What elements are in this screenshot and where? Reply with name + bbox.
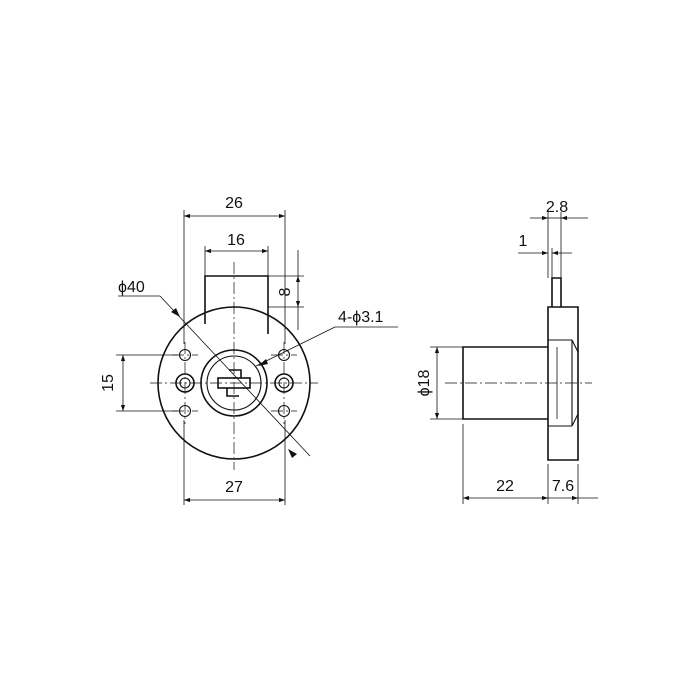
dim-22-label: 22 bbox=[496, 478, 514, 495]
dim-hole-spacing-h: 27 bbox=[183, 420, 286, 505]
cam-block bbox=[204, 275, 269, 334]
dim-lip: 1 bbox=[518, 233, 572, 278]
dim-diameter-label: ϕ40 bbox=[118, 279, 145, 296]
dim-hole-spacing-v: 15 bbox=[100, 354, 178, 412]
dim-overall-width: 26 bbox=[183, 195, 286, 344]
front-view: 26 16 8 ϕ40 bbox=[100, 195, 398, 505]
dim-26-label: 26 bbox=[225, 195, 243, 212]
dim-body-diameter: ϕ18 bbox=[416, 346, 463, 420]
dim-body-length: 22 7.6 bbox=[462, 424, 598, 504]
dim-8-label: 8 bbox=[277, 287, 294, 296]
cylinder-body bbox=[462, 346, 548, 420]
dim-holes-leader: 4-ϕ3.1 bbox=[255, 309, 398, 367]
dim-15-label: 15 bbox=[100, 374, 117, 392]
dim-16-label: 16 bbox=[227, 232, 245, 249]
dim-cam-width: 16 bbox=[204, 232, 269, 276]
dim-27-label: 27 bbox=[225, 479, 243, 496]
dim-2-8-label: 2.8 bbox=[546, 199, 568, 216]
dim-1-label: 1 bbox=[519, 233, 528, 250]
dim-7-6-label: 7.6 bbox=[552, 478, 574, 495]
side-view: 2.8 1 ϕ18 22 7.6 bbox=[416, 199, 598, 504]
flange-lip bbox=[551, 277, 562, 307]
dim-diameter-leader: ϕ40 bbox=[118, 279, 311, 458]
dim-flange-thickness: 2.8 bbox=[530, 199, 588, 278]
flange-body bbox=[547, 306, 579, 461]
dim-cam-height: 8 bbox=[268, 250, 304, 330]
dim-holes-label: 4-ϕ3.1 bbox=[338, 309, 384, 326]
front-center-lines bbox=[150, 262, 318, 470]
dim-phi18-label: ϕ18 bbox=[416, 370, 433, 397]
